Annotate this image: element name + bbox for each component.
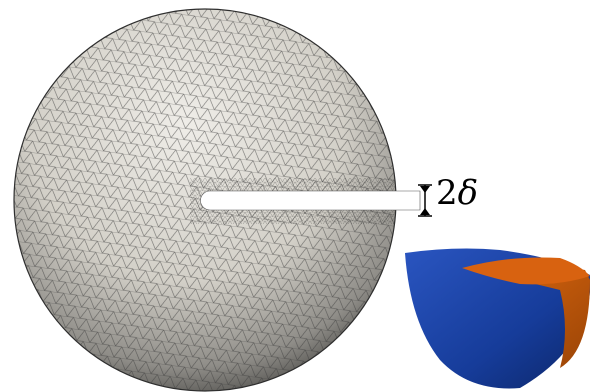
gap-dimension-marker [418, 184, 432, 217]
gap-width-symbol: δ [457, 173, 479, 213]
wedge-orange-cap [462, 257, 590, 285]
crack-slit [200, 190, 421, 211]
gap-width-number: 2 [436, 173, 458, 213]
cut-wedge-inset [405, 248, 590, 389]
wedge-orange-face [465, 263, 590, 368]
gap-width-label: 2δ [436, 176, 478, 210]
